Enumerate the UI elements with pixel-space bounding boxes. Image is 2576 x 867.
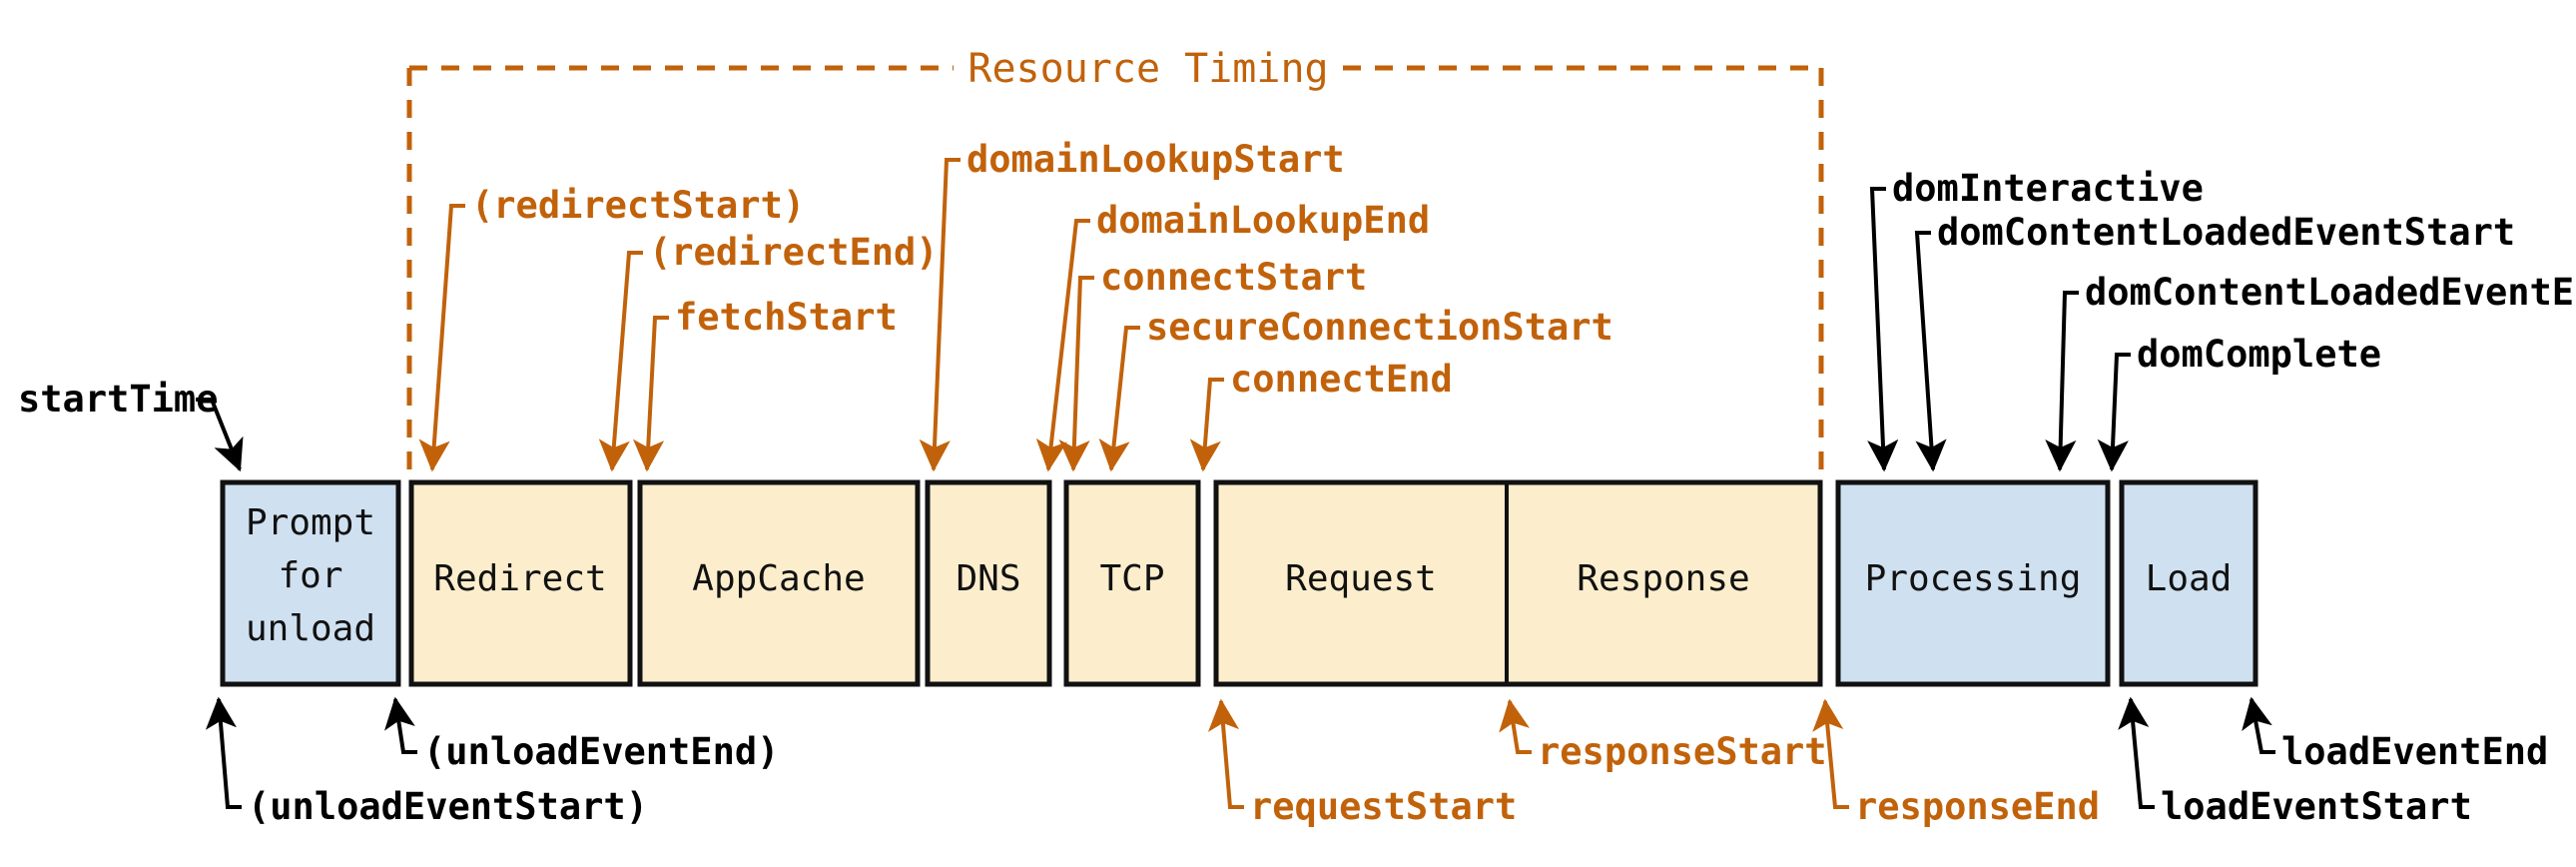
leader-startTime	[196, 398, 244, 472]
phase-label-dns: DNS	[956, 558, 1020, 599]
leader-connectEnd	[1189, 378, 1224, 472]
metric-label-unloadEventStart: (unloadEventStart)	[248, 785, 648, 828]
leader-domContentLoadedEventStart	[1914, 231, 1947, 472]
leader-responseStart	[1499, 698, 1532, 754]
phase-box-tcp[interactable]	[1063, 479, 1201, 687]
metric-label-domContentLoadedEventEnd: domContentLoadedEventEnd	[2085, 271, 2576, 314]
leader-responseEnd	[1812, 698, 1849, 809]
phase-box-request-response[interactable]	[1213, 479, 1823, 687]
leader-redirectEnd	[598, 251, 643, 472]
leader-requestStart	[1207, 698, 1244, 809]
leader-loadEventStart	[2118, 696, 2155, 809]
phase-box-dns[interactable]	[925, 479, 1052, 687]
phase-label-request: Request	[1285, 558, 1437, 599]
phase-label-tcp: TCP	[1099, 558, 1164, 599]
metric-label-loadEventStart: loadEventStart	[2161, 785, 2472, 828]
metric-label-loadEventEnd: loadEventEnd	[2281, 730, 2548, 773]
phase-box-redirect[interactable]	[408, 479, 633, 687]
metric-label-connectStart: connectStart	[1100, 256, 1367, 299]
phase-label-load: Load	[2146, 558, 2233, 599]
metric-label-domComplete: domComplete	[2137, 333, 2381, 376]
metric-label-secureConnectionStart: secureConnectionStart	[1146, 306, 1613, 349]
phase-boxes: Prompt for unload Redirect AppCache DNS …	[220, 479, 2258, 687]
leader-redirectStart	[418, 204, 465, 472]
metric-label-domainLookupStart: domainLookupStart	[966, 138, 1345, 181]
phase-box-processing[interactable]	[1835, 479, 2111, 687]
phase-label-appcache: AppCache	[692, 558, 865, 599]
leader-domInteractive	[1867, 187, 1899, 472]
leader-connectStart	[1058, 276, 1094, 472]
metric-label-responseEnd: responseEnd	[1855, 785, 2100, 828]
resource-timing-title: Resource Timing	[967, 46, 1328, 92]
metric-label-redirectStart: (redirectStart)	[471, 184, 805, 227]
phase-box-load[interactable]	[2119, 479, 2258, 687]
annotation-startTime: startTime	[18, 378, 244, 472]
resource-timing-group: Resource Timing	[406, 46, 1824, 479]
phase-box-prompt-for-unload[interactable]	[220, 479, 401, 687]
phase-label-prompt-line-1: Prompt	[246, 502, 375, 543]
metric-label-requestStart: requestStart	[1250, 785, 1517, 828]
phase-label-redirect: Redirect	[433, 558, 606, 599]
phase-label-prompt-line-3: unload	[246, 608, 375, 649]
metric-label-domContentLoadedEventStart: domContentLoadedEventStart	[1937, 211, 2515, 254]
leader-secureConnectionStart	[1098, 326, 1140, 472]
metric-label-domainLookupEnd: domainLookupEnd	[1096, 199, 1430, 242]
leader-fetchStart	[632, 316, 669, 472]
phase-label-response: Response	[1577, 558, 1749, 599]
metric-label-startTime: startTime	[18, 378, 218, 421]
metric-label-responseStart: responseStart	[1538, 730, 1827, 773]
metric-label-unloadEventEnd: (unloadEventEnd)	[423, 730, 779, 773]
leader-domComplete	[2097, 353, 2131, 472]
annotations-bottom: (unloadEventStart) (unloadEventEnd) requ…	[205, 696, 2548, 828]
annotations-top-black: domInteractive domContentLoadedEventStar…	[1867, 167, 2576, 472]
leader-domainLookupEnd	[1035, 219, 1090, 472]
metric-label-redirectEnd: (redirectEnd)	[649, 231, 939, 274]
leader-unloadEventEnd	[383, 696, 417, 754]
metric-label-connectEnd: connectEnd	[1230, 358, 1453, 401]
annotations-top-orange: (redirectStart) (redirectEnd) fetchStart…	[418, 138, 1613, 472]
leader-domainLookupStart	[919, 158, 961, 472]
leader-loadEventEnd	[2242, 696, 2275, 754]
leader-domContentLoadedEventEnd	[2045, 291, 2079, 472]
phase-label-prompt-line-2: for	[278, 555, 342, 596]
metric-label-domInteractive: domInteractive	[1892, 167, 2204, 210]
metric-label-fetchStart: fetchStart	[675, 296, 898, 339]
leader-unloadEventStart	[205, 696, 242, 809]
phase-label-processing: Processing	[1865, 558, 2082, 599]
phase-box-appcache[interactable]	[637, 479, 921, 687]
